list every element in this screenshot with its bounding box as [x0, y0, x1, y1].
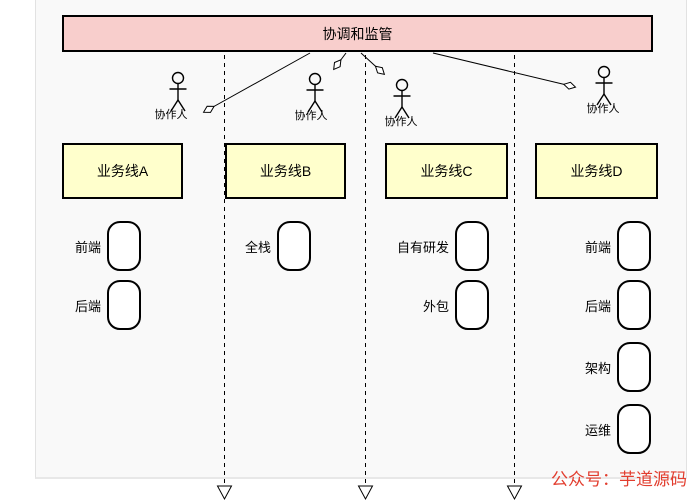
- role-label: 前端: [584, 239, 611, 255]
- lifeline-1-arrow-icon: [216, 485, 233, 501]
- actor-4-icon: [595, 65, 613, 106]
- role-row-a-backend: 后端: [1, 280, 141, 330]
- role-row-d-backend: 后端: [511, 280, 651, 330]
- role-row-b-fullstack: 全栈: [171, 221, 311, 271]
- role-label: 运维: [584, 422, 611, 438]
- lifeline-3: [506, 55, 523, 501]
- lifeline-2: [357, 55, 374, 501]
- actor-2-label: 协作人: [294, 110, 328, 122]
- role-label: 外包: [422, 298, 449, 314]
- lifeline-3-arrow-icon: [506, 485, 523, 501]
- role-shape: [455, 280, 489, 330]
- role-label: 后端: [74, 298, 101, 314]
- role-row-a-frontend: 前端: [1, 221, 141, 271]
- role-label: 自有研发: [396, 239, 449, 255]
- aggregation-link-actor-3: [360, 52, 386, 76]
- actor-1-icon: [169, 71, 187, 112]
- coordinator-box: 协调和监管: [62, 15, 653, 52]
- lane-b-label: 业务线B: [259, 163, 312, 179]
- role-label: 前端: [74, 239, 101, 255]
- aggregation-link-actor-1: [202, 52, 311, 113]
- lane-box-b: 业务线B: [225, 143, 346, 199]
- role-shape: [617, 221, 651, 271]
- lane-box-a: 业务线A: [62, 143, 183, 199]
- role-shape: [277, 221, 311, 271]
- actor-4-label: 协作人: [586, 103, 620, 115]
- actor-2-icon: [306, 72, 324, 113]
- role-row-d-frontend: 前端: [511, 221, 651, 271]
- actor-figures: [169, 65, 613, 119]
- role-row-c-inhouse: 自有研发: [349, 221, 489, 271]
- role-label: 架构: [584, 360, 611, 376]
- role-row-d-ops: 运维: [511, 404, 651, 454]
- role-label: 全栈: [244, 239, 271, 255]
- actor-1-label: 协作人: [154, 109, 188, 121]
- lane-c-label: 业务线C: [420, 163, 473, 179]
- lifeline-1: [216, 55, 233, 501]
- role-shape: [455, 221, 489, 271]
- role-shape: [107, 221, 141, 271]
- watermark-text: 公众号：芋道源码: [551, 470, 687, 489]
- lifeline-2-arrow-icon: [357, 485, 374, 501]
- role-shape: [107, 280, 141, 330]
- role-row-d-architecture: 架构: [511, 342, 651, 392]
- lane-box-c: 业务线C: [385, 143, 508, 199]
- aggregation-link-actor-4: [432, 52, 577, 90]
- lane-d-label: 业务线D: [570, 163, 623, 179]
- diagram-canvas: [35, 0, 687, 479]
- aggregation-link-actor-2: [333, 52, 347, 71]
- coordinator-label: 协调和监管: [322, 25, 393, 42]
- lane-box-d: 业务线D: [535, 143, 658, 199]
- actor-3-icon: [393, 78, 411, 119]
- role-label: 后端: [584, 298, 611, 314]
- lane-a-label: 业务线A: [96, 163, 149, 179]
- role-shape: [617, 280, 651, 330]
- role-shape: [617, 342, 651, 392]
- role-row-c-outsource: 外包: [349, 280, 489, 330]
- role-shape: [617, 404, 651, 454]
- actor-3-label: 协作人: [384, 116, 418, 128]
